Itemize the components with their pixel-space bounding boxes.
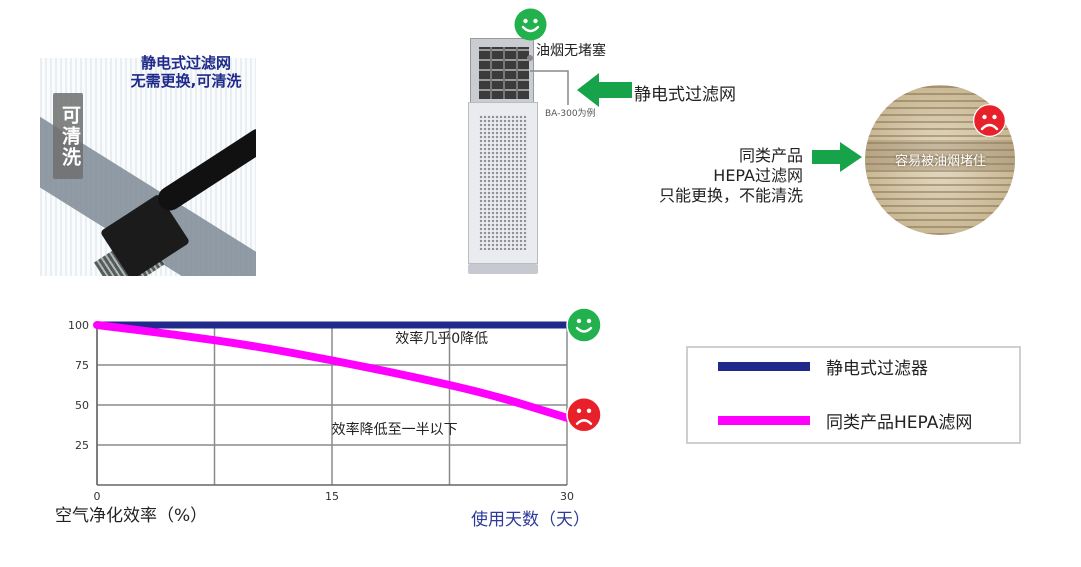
hepa-label-band [865, 140, 1015, 170]
chart-annotation: 效率降低至一半以下 [332, 421, 458, 438]
x-tick-label: 30 [560, 490, 574, 503]
device-filter-compartment [470, 38, 534, 104]
legend-label: 静电式过滤器 [826, 358, 928, 379]
arrow-right-icon [812, 142, 862, 172]
smiley-face-icon [514, 8, 547, 41]
air-purifier-device [468, 38, 542, 274]
device-grille [479, 115, 527, 250]
y-tick-label: 50 [75, 399, 89, 412]
legend-swatch-navy [718, 361, 810, 371]
smiley-face-icon-mouth [575, 326, 593, 333]
sad-face-icon-eye [586, 408, 592, 413]
y-tick-label: 25 [75, 439, 89, 452]
smiley-face-icon [566, 307, 602, 343]
legend-label: 同类产品HEPA滤网 [826, 412, 973, 433]
legend-item-hepa: 同类产品HEPA滤网 [718, 409, 973, 433]
clogged-label: 容易被油烟堵住 [894, 154, 986, 169]
device-body [468, 102, 538, 264]
arrow-left-icon [577, 73, 632, 107]
smiley-face-icon-eye [576, 318, 582, 324]
efficiency-chart: 25 50 75 100 0 15 30 空气净化效率（%） 使用天数（天） 效率几乎0降低效率降… [55, 307, 602, 530]
smiley-face-icon-eye [586, 318, 592, 324]
x-tick-label: 0 [94, 490, 101, 503]
model-note: BA-300为例 [545, 109, 596, 119]
device-base [468, 264, 538, 274]
series-line-hepa [93, 321, 571, 422]
no-clog-note: 油烟无堵塞 [536, 43, 606, 59]
electrostatic-filter-label: 静电式过滤网 [634, 85, 736, 105]
electrostatic-filter-grid [479, 47, 529, 99]
callout-line [527, 55, 569, 105]
y-tick-label: 75 [75, 359, 89, 372]
x-axis-label: 使用天数（天） [471, 509, 590, 530]
legend-item-electrostatic: 静电式过滤器 [718, 355, 928, 379]
comparison-line2: HEPA过滤网 [713, 166, 803, 185]
legend-swatch-magenta [718, 415, 810, 425]
brush-handle [153, 124, 256, 216]
sad-face-icon-mouth [575, 419, 593, 425]
sad-face-icon [973, 104, 1006, 137]
y-axis-label: 空气净化效率（%） [55, 506, 207, 526]
chart-legend: 静电式过滤器 同类产品HEPA滤网 [686, 346, 1021, 444]
cleanable-tag: 可清洗 [53, 93, 83, 179]
brush-caption-line2: 无需更换,可清洗 [130, 72, 242, 90]
chart-annotation: 效率几乎0降低 [395, 330, 488, 347]
sad-face-icon-eye [576, 408, 582, 413]
brush-caption-line1: 静电式过滤网 [140, 54, 231, 72]
sad-face-icon [566, 397, 602, 433]
y-tick-label: 100 [68, 319, 89, 332]
comparison-line1: 同类产品 [738, 146, 803, 165]
x-tick-label: 15 [325, 490, 339, 503]
comparison-line3: 只能更换，不能清洗 [658, 186, 803, 205]
